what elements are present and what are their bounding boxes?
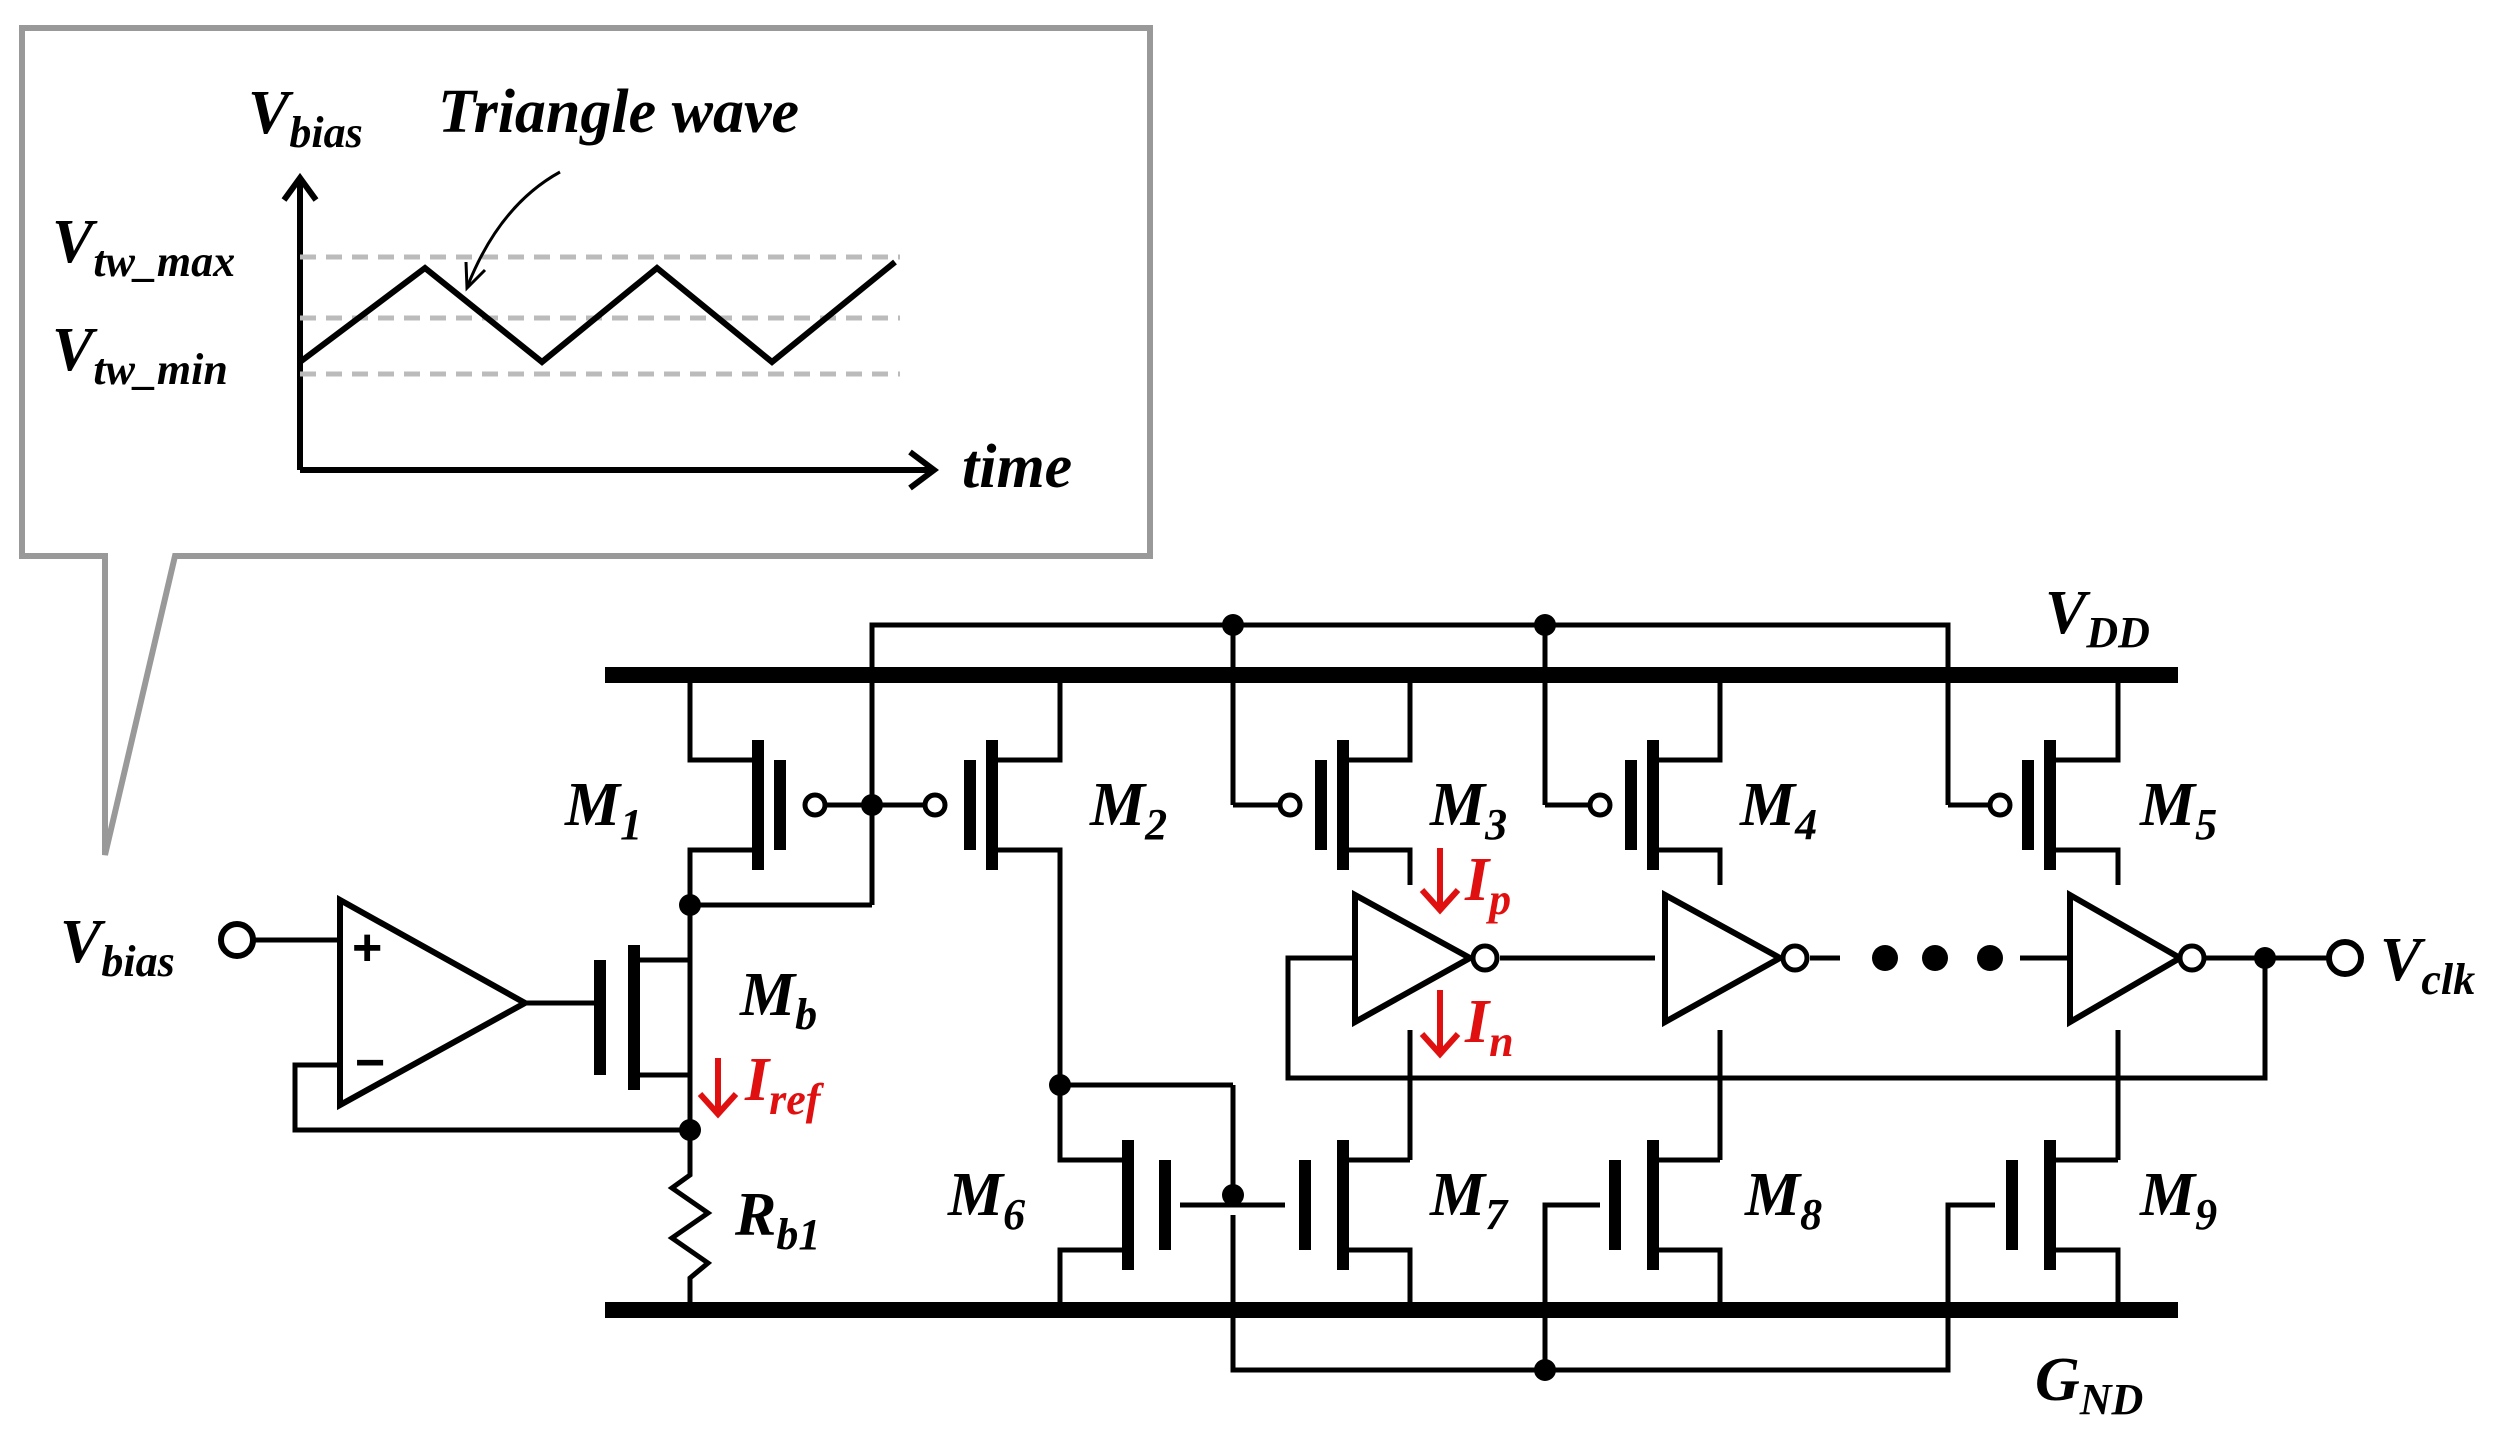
m7-label: M7 <box>1429 1161 1509 1239</box>
waveform-pointer-arrow <box>466 170 561 286</box>
time-axis-label: time <box>962 433 1072 501</box>
vbias-input-label: Vbias <box>60 908 175 986</box>
transistor-m5 <box>1987 740 2056 870</box>
circuit-wiring <box>255 622 2328 1373</box>
current-arrows <box>697 848 1461 1119</box>
x-axis-arrowhead <box>908 449 939 491</box>
current-labels: Iref Ip In <box>744 846 1514 1124</box>
transistor-mb <box>580 945 640 1090</box>
vclk-output-port <box>2326 939 2364 977</box>
m6-label: M6 <box>947 1161 1025 1239</box>
m8-label: M8 <box>1744 1161 1822 1239</box>
rb1-label: Rb1 <box>734 1181 820 1259</box>
vclk-output-label: Vclk <box>2380 926 2475 1004</box>
transistor-m7 <box>1299 1140 1349 1270</box>
m1-label: M1 <box>564 771 642 849</box>
iref-label: Iref <box>744 1046 825 1124</box>
triangle-wave-label: Triangle wave <box>438 78 799 146</box>
vtw-min-label: Vtw_min <box>52 316 228 394</box>
inverter-n <box>2067 889 2207 1028</box>
m3-label: M3 <box>1429 771 1507 849</box>
inset-y-axis-label: Vbias <box>248 79 363 157</box>
transistor-m4 <box>1587 740 1659 870</box>
y-axis-arrowhead <box>281 172 319 202</box>
transistor-m6 <box>1122 1140 1171 1270</box>
opamp-plus-sign: + <box>352 919 382 977</box>
transistor-m3 <box>1277 740 1349 870</box>
vbias-input-port <box>218 921 256 959</box>
opamp-minus-sign: − <box>355 1034 385 1092</box>
in-label: In <box>1464 988 1514 1066</box>
waveform-pointer-arrowhead <box>464 261 487 292</box>
junction-dots <box>679 614 2276 1381</box>
m9-label: M9 <box>2139 1161 2217 1239</box>
m5-label: M5 <box>2139 771 2217 849</box>
triangle-waveform <box>298 259 897 366</box>
m4-label: M4 <box>1739 771 1817 849</box>
m2-label: M2 <box>1089 771 1167 849</box>
gnd-label: GND <box>2035 1346 2143 1424</box>
mb-label: Mb <box>739 961 817 1039</box>
ellipsis-dots <box>1872 945 2003 971</box>
vdd-label: VDD <box>2045 579 2150 657</box>
inverter-1 <box>1352 889 1500 1028</box>
inverter-2 <box>1662 889 1810 1028</box>
op-amp <box>337 894 532 1111</box>
inset-plot <box>281 172 939 491</box>
transistor-m9 <box>2006 1140 2056 1270</box>
callout-box <box>19 25 1153 856</box>
ip-label: Ip <box>1464 846 1511 924</box>
transistor-m2 <box>922 740 998 870</box>
transistor-m1 <box>752 740 828 870</box>
vtw-max-label: Vtw_max <box>52 208 235 286</box>
transistor-m8 <box>1609 1140 1659 1270</box>
